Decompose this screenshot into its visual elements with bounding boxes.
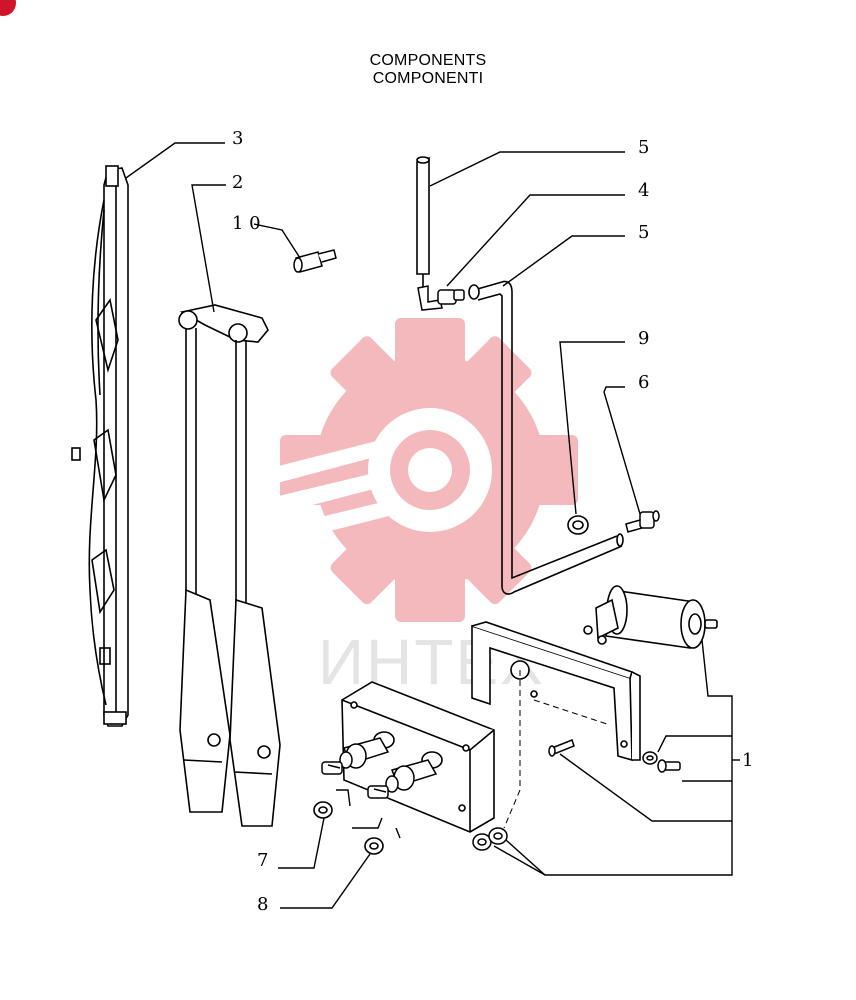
callout-3: 3 [232,128,243,149]
washer-nozzle [625,510,660,533]
wiper-motor [583,585,718,649]
spindle-right [367,759,438,799]
watermark: ИНТЕХ [255,318,578,698]
callout-5-lower: 5 [638,222,649,243]
bracket-screw [548,739,575,757]
nut-and-washer [472,827,508,851]
motor-washer [642,751,658,765]
spindle-left [321,737,390,775]
motor-bolt [657,759,681,773]
bushing-7 [313,801,333,819]
callout-8: 8 [257,894,268,915]
leader-lines [125,142,740,909]
title-english: COMPONENTS [369,52,487,69]
callout-4: 4 [638,180,649,201]
title-italian: COMPONENTI [372,70,484,87]
washer-hose-upper [416,156,430,290]
callout-2: 2 [232,172,243,193]
small-connector [293,249,337,273]
dashed-guide-lines [503,670,611,829]
wiper-arms [178,304,281,827]
hose-fitting [417,285,465,311]
bushing-8 [364,837,384,855]
callout-6: 6 [638,372,649,393]
callout-5-upper: 5 [638,137,649,158]
callout-numbers: 3 2 1 0 5 4 5 9 6 1 7 8 [232,128,753,915]
grommet [567,515,589,535]
callout-1: 1 [742,750,753,771]
callout-7: 7 [257,850,268,871]
callout-9: 9 [638,328,649,349]
corner-badge [0,0,16,16]
wiper-blade [71,165,129,727]
washer-hose-lower [468,280,624,595]
callout-10: 1 0 [232,213,261,234]
